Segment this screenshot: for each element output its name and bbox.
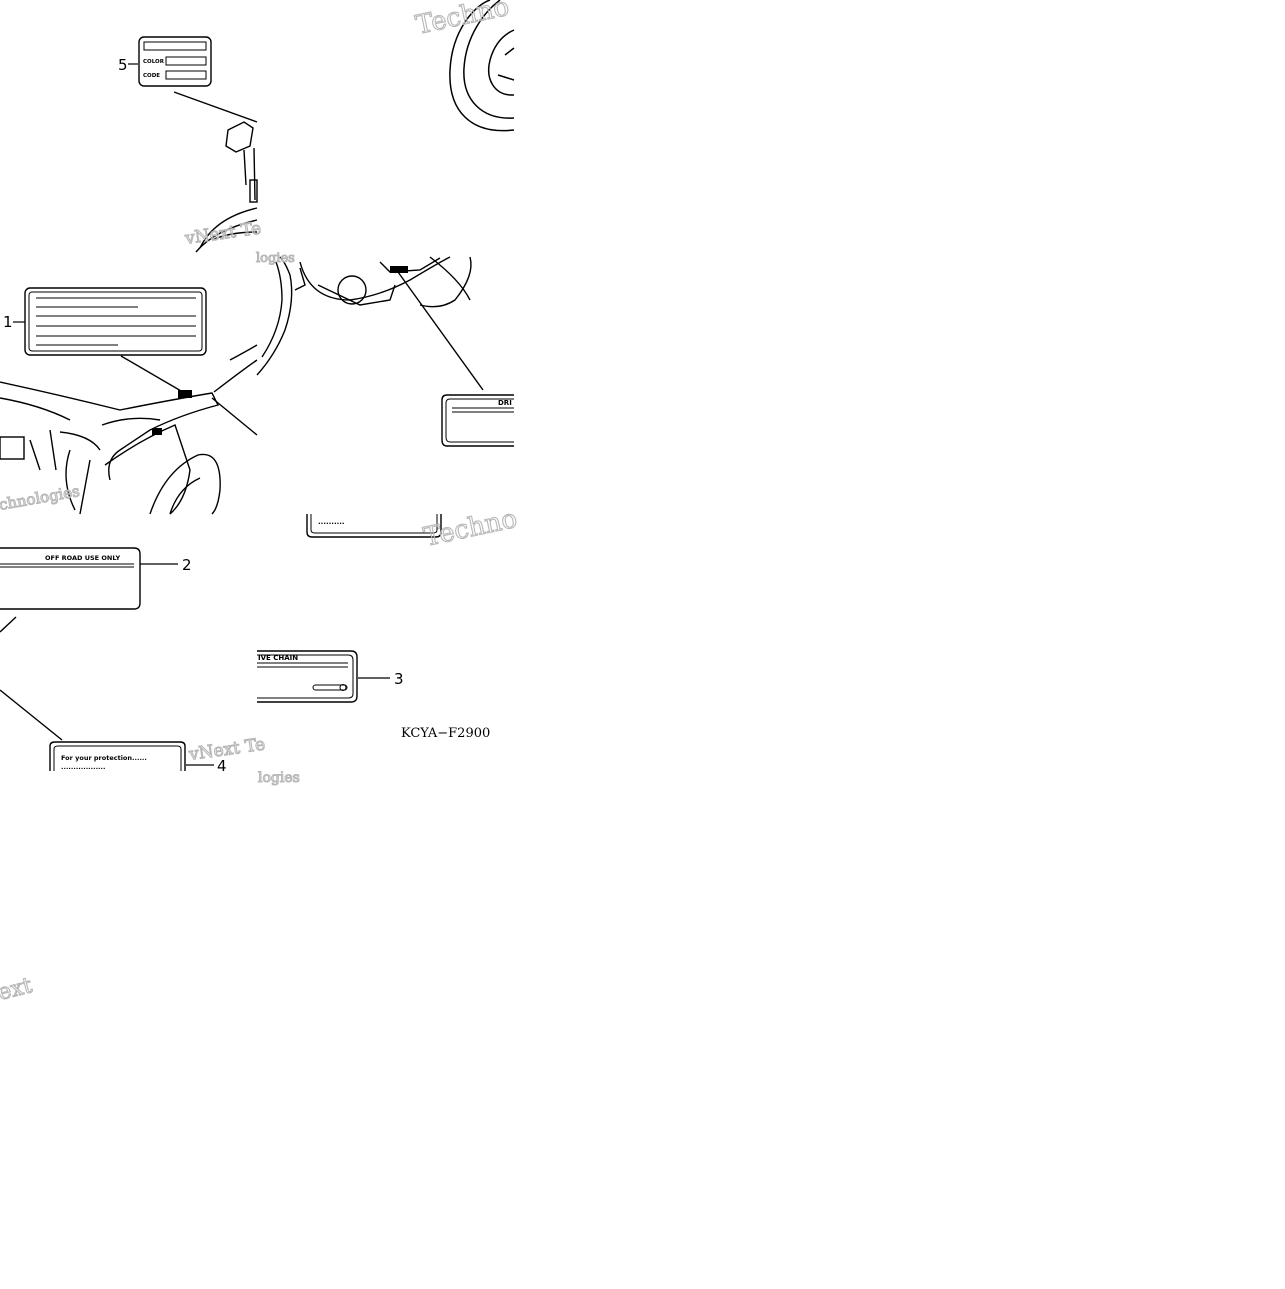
watermark-text: logies	[258, 770, 300, 786]
tile-bottom-middle: .......... IVE CHAIN 3 KCYA−F2900 Techno	[257, 503, 520, 741]
drive-chain-text-bottom: IVE CHAIN	[258, 654, 298, 662]
callout-2: 2	[182, 556, 192, 574]
motorcycle-body-sketch	[0, 344, 258, 515]
fragment-dots: ..........	[318, 518, 345, 526]
drive-chain-label-right: IVE CHAIN	[257, 650, 358, 703]
protection-text: For your protection......	[61, 754, 147, 762]
diagram-code: KCYA−F2900	[401, 726, 490, 741]
protection-label: For your protection...... ..............…	[49, 741, 186, 771]
tile-top-left: COLOR CODE 5 vNext Te	[118, 36, 263, 253]
callout-1: 1	[3, 313, 13, 331]
leader-line-4	[0, 689, 63, 741]
leader-line-1	[120, 355, 189, 396]
tile-center: DRI logies	[255, 250, 514, 447]
label-marker	[178, 390, 192, 398]
drive-chain-label-left: DRI	[441, 394, 514, 447]
leader-line-5	[173, 91, 258, 123]
caution-label	[24, 287, 207, 356]
tile-bottom-left: OFF ROAD USE ONLY 2 For your protection.…	[0, 547, 300, 787]
drive-chain-text-top: DRI	[498, 399, 512, 407]
watermark-text: ext	[0, 973, 35, 1006]
code-text: CODE	[143, 73, 160, 79]
watermark-text: logies	[256, 251, 295, 266]
wheel-sketch	[449, 0, 515, 132]
watermark-text: Techno	[413, 0, 512, 41]
color-label-plate: COLOR CODE	[138, 36, 212, 87]
watermark-text: Techno	[421, 504, 520, 553]
tile-middle-left: 1 chnologies	[0, 287, 258, 515]
off-road-label: OFF ROAD USE ONLY	[0, 547, 141, 610]
callout-5: 5	[118, 56, 128, 74]
off-road-text: OFF ROAD USE ONLY	[45, 554, 120, 562]
watermark-text: vNext Te	[187, 735, 266, 766]
engine-sketch	[256, 256, 472, 376]
watermark-text: chnologies	[0, 482, 81, 514]
leader-line-3	[397, 271, 484, 391]
tile-top-middle: Techno	[413, 0, 515, 132]
color-text: COLOR	[143, 59, 165, 65]
label-marker	[152, 428, 162, 435]
callout-4: 4	[217, 757, 227, 775]
tile-stray-watermark: ext	[0, 973, 35, 1007]
leader-line-2	[0, 616, 17, 633]
watermark-text: vNext Te	[183, 219, 262, 250]
handlebar-sketch	[195, 121, 258, 253]
label-marker	[390, 266, 408, 273]
protection-dots: ..................	[61, 763, 105, 771]
callout-3: 3	[394, 670, 404, 688]
